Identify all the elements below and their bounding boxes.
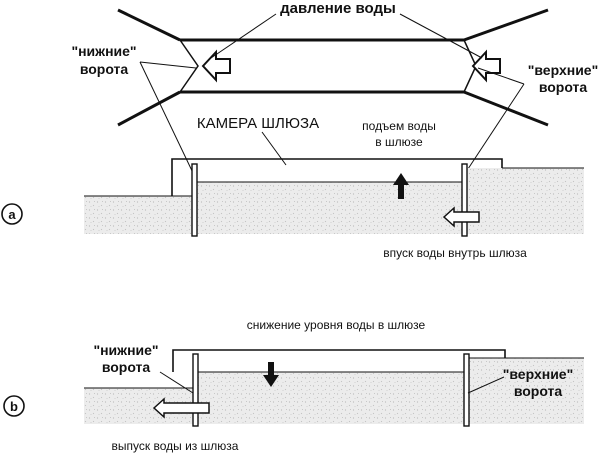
section-b-marker-label: b [10,399,18,414]
section-b-chamber-wall [172,349,506,372]
section-b-upper-gates-leader [467,376,505,394]
water-inlet-arrow-icon [442,206,480,228]
lock-section-b: b снижение уровня воды в шлюзе "нижние" … [3,318,584,453]
plan-right-wall-upper [463,8,549,42]
lower-gates-label-line2: ворота [80,61,129,77]
pressure-arrow-left-icon [201,49,231,83]
level-drop-arrow-icon [263,362,279,387]
water-rise-label-line1: подъем воды [362,119,436,133]
upper-gates-label-line2: ворота [539,79,588,95]
water-outlet-label: выпуск воды из шлюза [112,439,239,453]
upper-gates-label-line1: "верхние" [528,62,599,78]
section-b-lower-gate [192,353,199,427]
section-b-upstream-water [469,358,584,424]
pressure-leader-left [210,13,277,59]
water-rise-label-line2: в шлюзе [375,135,423,149]
pressure-leader-right [399,13,483,59]
upper-gates-leader-section [463,83,525,176]
chamber-label: КАМЕРА ШЛЮЗА [197,115,319,132]
section-b-lower-gates-leader [159,371,194,394]
pressure-arrow-right-icon [471,49,501,83]
section-a-upstream-water [467,168,584,234]
water-outlet-arrow-icon [152,397,210,419]
section-b-upper-gate [463,353,470,427]
plan-right-wall-lower [463,90,549,127]
section-a-marker-label: a [8,207,16,222]
section-a-chamber-water [197,182,463,234]
chamber-leader [261,131,287,166]
section-a-downstream-water [84,196,192,234]
lower-gates-leader-section [139,61,195,176]
section-a-chamber-wall [171,158,503,196]
section-b-chamber-water [198,372,465,424]
section-a-upper-gate [461,163,468,237]
level-drop-label: снижение уровня воды в шлюзе [247,318,426,332]
water-rise-arrow-icon [393,173,409,199]
upper-gates-leader-plan [477,67,525,85]
plan-left-wall-lower [117,90,181,127]
section-b-lower-gates-label-line1: "нижние" [93,342,158,358]
section-b-marker [3,395,25,417]
lock-section-a: a подъем воды в шлюзе впуск воды внутрь … [1,119,584,260]
section-b-lower-gates-label-line2: ворота [102,359,151,375]
section-a-lower-gate [191,163,198,237]
section-a-marker [1,203,23,225]
plan-lower-gate [179,39,199,93]
water-inlet-label: впуск воды внутрь шлюза [383,246,527,260]
lower-gates-label-line1: "нижние" [71,43,136,59]
water-pressure-label: давление воды [280,0,396,17]
section-b-upper-gates-label-line2: ворота [514,383,563,399]
lock-plan-view: давление воды "нижние" ворота "верхние" … [71,0,599,176]
plan-left-wall-upper [117,8,181,42]
lower-gates-leader-plan [139,61,197,69]
section-b-upper-gates-label-line1: "верхние" [503,366,574,382]
